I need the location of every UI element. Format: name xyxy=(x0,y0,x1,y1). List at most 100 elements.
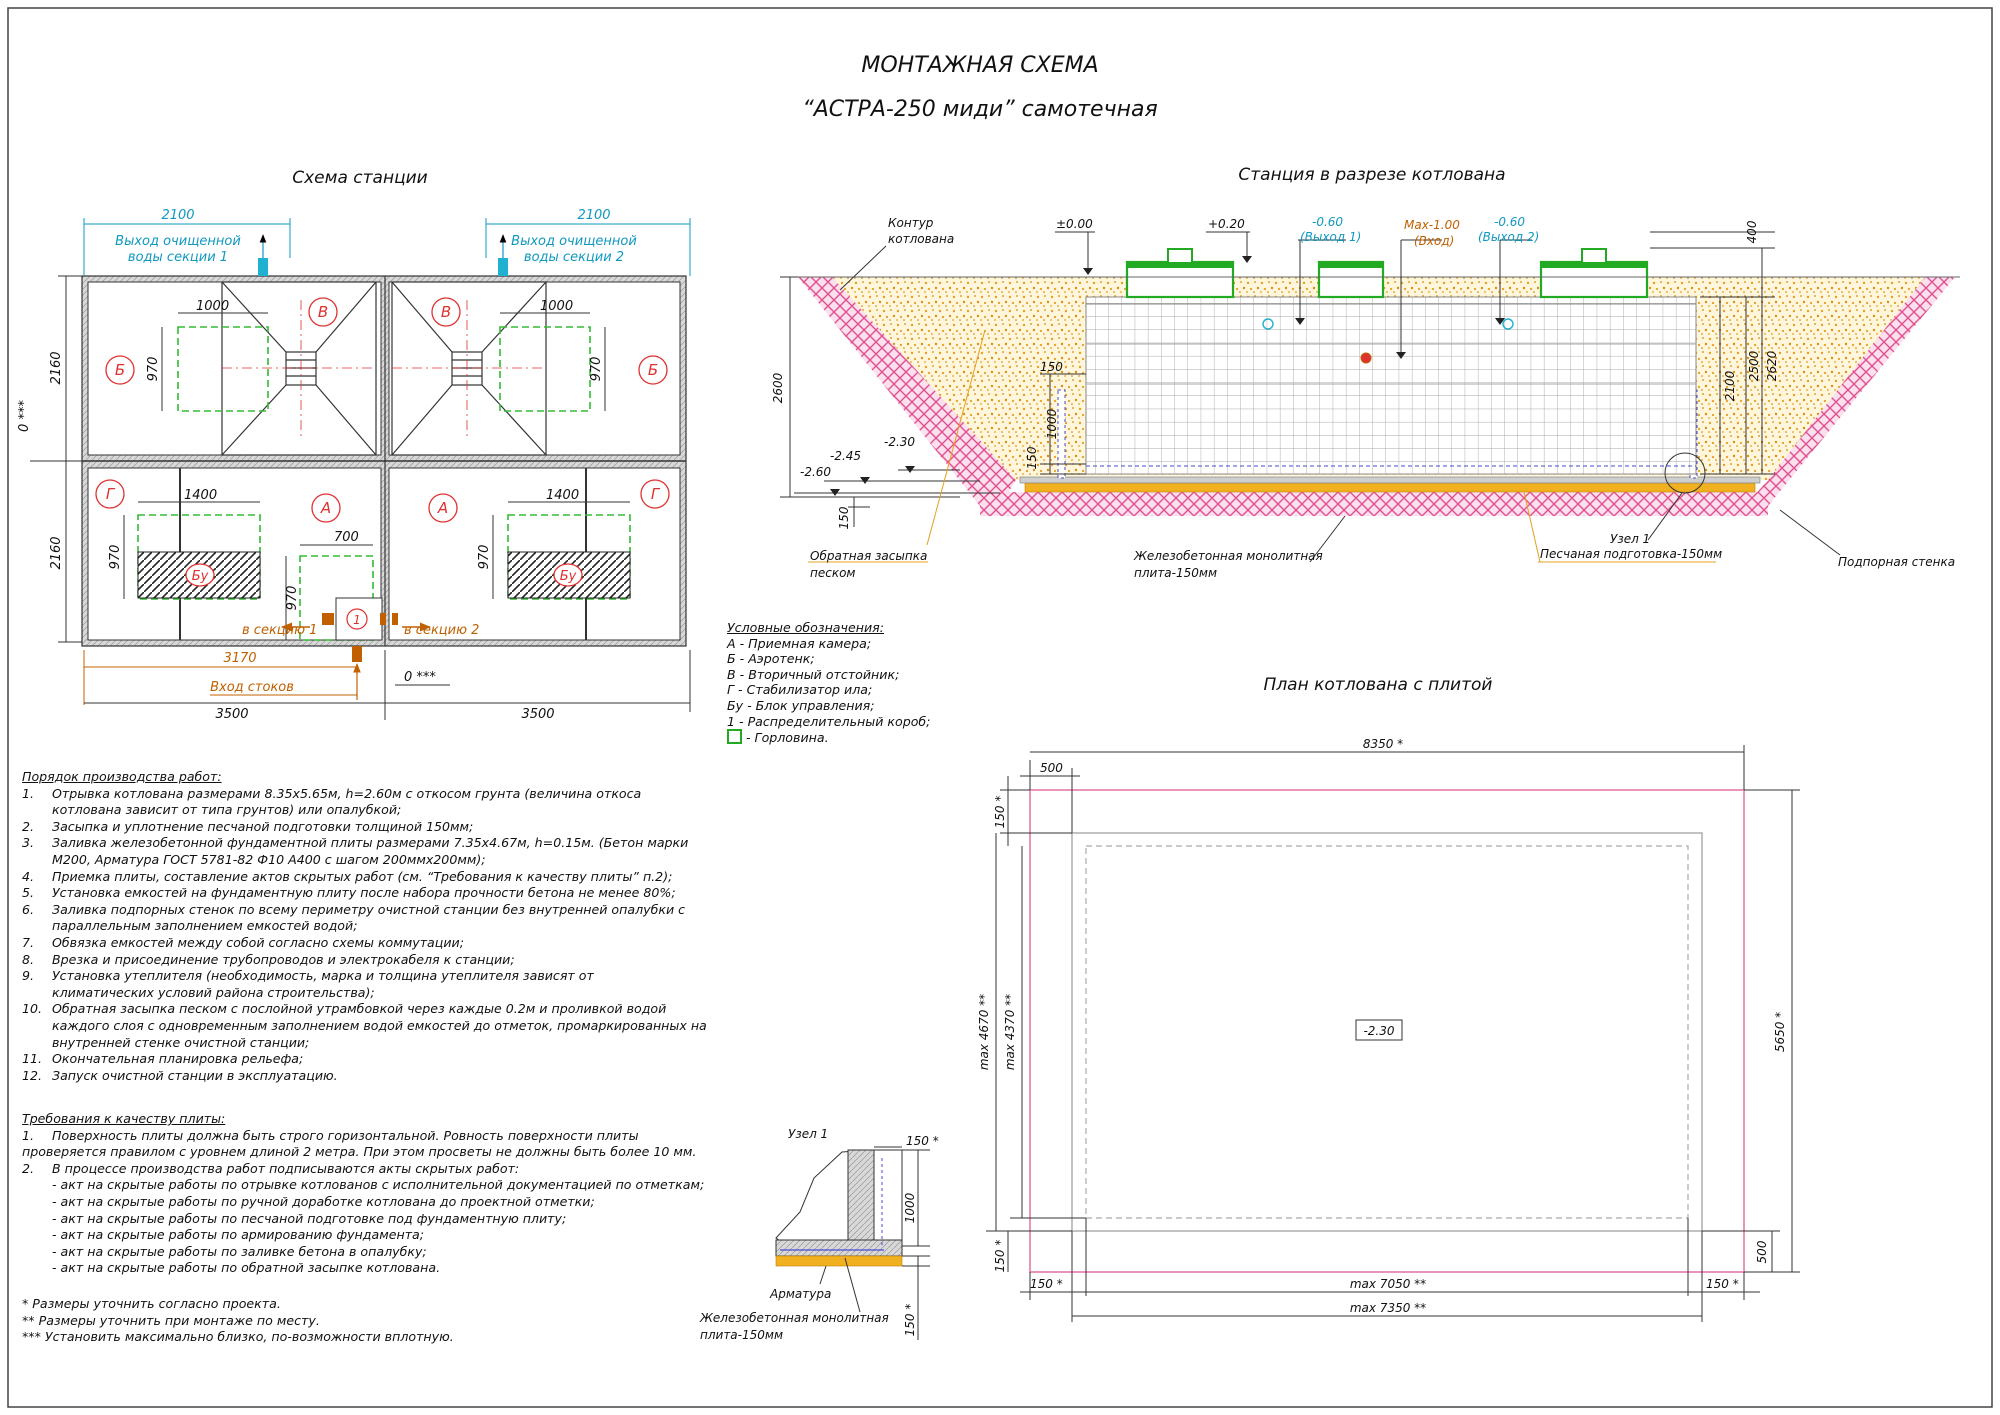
dim-7350: max 7350 ** xyxy=(1350,1301,1426,1315)
dim-500-top: 500 xyxy=(1040,761,1063,775)
title-line2: “АСТРА-250 миди” самотечная xyxy=(802,97,1157,122)
dim-970-e: 970 xyxy=(285,586,300,611)
work-num: 1. xyxy=(22,785,35,801)
dim-2160-bottom: 2160 xyxy=(49,536,64,569)
dim-150-left: 150 * xyxy=(993,1240,1007,1273)
quality-requirements: Требования к качеству плиты: 1.Поверхнос… xyxy=(22,1111,705,1276)
work-text: котлована зависит от типа грунтов) или о… xyxy=(52,802,402,818)
work-text: Засыпка и уплотнение песчаной подготовки… xyxy=(52,818,474,834)
quality-act: - акт на скрытые работы по заливке бетон… xyxy=(52,1243,427,1259)
backfill-line2: песком xyxy=(810,566,855,580)
dim-4670: max 4670 ** xyxy=(977,994,991,1070)
dim-1000-right: 1000 xyxy=(540,299,573,314)
label-g-right: Г xyxy=(651,485,661,503)
work-text: Заливка железобетонной фундаментной плит… xyxy=(52,835,689,851)
dim-2100-left: 2100 xyxy=(161,208,194,223)
work-text: внутренней стенке очистной станции; xyxy=(52,1034,310,1050)
dim-2620: 2620 xyxy=(1765,350,1779,381)
work-num: 7. xyxy=(22,934,35,950)
level-max: Max-1.00 xyxy=(1404,218,1460,232)
dim-3500-right: 3500 xyxy=(521,707,554,722)
label-g-left: Г xyxy=(106,485,116,503)
plan-level: -2.30 xyxy=(1363,1024,1394,1038)
level-000: ±0.00 xyxy=(1056,217,1093,231)
footnote: *** Установить максимально близко, по-во… xyxy=(22,1329,454,1345)
work-num: 5. xyxy=(22,885,35,901)
works-order: Порядок производства работ: 1. Отрывка ко… xyxy=(22,769,707,1084)
level-245: -2.45 xyxy=(830,449,861,463)
work-text: Отрывка котлована размерами 8.35x5.65м, … xyxy=(52,785,642,801)
to-section-1: в секцию 1 xyxy=(242,623,317,638)
zero-left: 0 *** xyxy=(17,400,32,432)
quality-title: Требования к качеству плиты: xyxy=(22,1111,226,1126)
label-v-left: В xyxy=(318,303,328,321)
dim-4370: max 4370 ** xyxy=(1003,994,1017,1070)
pit-plan: План котлована с плитой -2.30 8350 * 500… xyxy=(977,675,1800,1322)
kontur-line2: котлована xyxy=(888,232,954,246)
work-num: 11. xyxy=(22,1051,43,1067)
dim-700: 700 xyxy=(334,530,359,545)
quality-act: - акт на скрытые работы по отрывке котло… xyxy=(52,1177,705,1193)
work-text: Приемка плиты, составление актов скрытых… xyxy=(52,868,673,884)
outlet-2: (Выход 2) xyxy=(1478,230,1539,244)
node-dim-1000: 1000 xyxy=(903,1192,917,1223)
outlet2-line1: Выход очищенной xyxy=(511,234,637,249)
quality-text: В процессе производства работ подписываю… xyxy=(52,1160,520,1176)
node-title: Узел 1 xyxy=(788,1127,828,1141)
legend: Условные обозначения: А - Приемная камер… xyxy=(727,620,930,746)
label-a-right: А xyxy=(437,499,448,517)
work-text: параллельным заполнением емкостей водой; xyxy=(52,918,358,934)
dim-150-top: 150 * xyxy=(993,796,1007,829)
work-text: Запуск очистной станции в эксплуатацию. xyxy=(52,1067,338,1083)
level-060-2: -0.60 xyxy=(1494,215,1525,229)
pit-section: Станция в разрезе котлована xyxy=(771,165,1960,580)
work-text: Установка емкостей на фундаментную плиту… xyxy=(52,885,676,901)
dim-150-c: 150 xyxy=(837,506,851,529)
dim-8350: 8350 * xyxy=(1363,737,1403,751)
dim-2160-top: 2160 xyxy=(49,351,64,384)
sand-label: Песчаная подготовка-150мм xyxy=(1540,547,1722,561)
legend-item: Б - Аэротенк; xyxy=(727,651,815,667)
dim-150-a: 150 xyxy=(1040,360,1063,374)
section-title: Станция в разрезе котлована xyxy=(1238,165,1505,185)
dim-2100: 2100 xyxy=(1723,370,1737,401)
kontur-line1: Контур xyxy=(888,216,934,230)
node-detail: Узел 1 150 * Арматура Железобетонная мон… xyxy=(699,1127,939,1342)
box-label: 1 xyxy=(353,613,361,627)
work-num: 3. xyxy=(22,835,35,851)
level-060-1: -0.60 xyxy=(1312,215,1343,229)
outlet1-line1: Выход очищенной xyxy=(115,234,241,249)
works-title: Порядок производства работ: xyxy=(22,769,222,784)
slab-line1: Железобетонная монолитная xyxy=(1133,549,1323,563)
work-num: 6. xyxy=(22,901,35,917)
work-text: климатических условий района строительст… xyxy=(52,984,375,1000)
inlet-label: Вход стоков xyxy=(210,680,294,695)
dim-150-bl: 150 * xyxy=(1030,1277,1063,1291)
dim-150-br: 150 * xyxy=(1706,1277,1739,1291)
level-230: -2.30 xyxy=(884,435,915,449)
dim-970-b: 970 xyxy=(589,357,604,382)
legend-title: Условные обозначения: xyxy=(727,620,884,635)
quality-text: Поверхность плиты должна быть строго гор… xyxy=(52,1127,639,1143)
dim-1000-left: 1000 xyxy=(196,299,229,314)
slab-line2: плита-150мм xyxy=(1134,566,1217,580)
dim-3500-left: 3500 xyxy=(215,707,248,722)
work-text: Врезка и присоединение трубопроводов и э… xyxy=(52,951,515,967)
inlet: (Вход) xyxy=(1414,234,1454,248)
work-num: 4. xyxy=(22,868,35,884)
label-bu-right: Бу xyxy=(560,569,577,584)
level-260: -2.60 xyxy=(800,465,831,479)
label-b-left: Б xyxy=(115,361,125,379)
section-node: Узел 1 xyxy=(1610,532,1650,546)
dim-2100-right: 2100 xyxy=(577,208,610,223)
dim-150-b: 150 xyxy=(1025,446,1039,469)
dim-2500: 2500 xyxy=(1747,350,1761,381)
quality-act: - акт на скрытые работы по армированию ф… xyxy=(52,1227,424,1243)
dim-3170: 3170 xyxy=(223,651,256,666)
work-num: 10. xyxy=(22,1001,43,1017)
dim-970-c: 970 xyxy=(108,545,123,570)
work-text: Обратная засыпка песком с послойной утра… xyxy=(52,1001,667,1017)
label-b-right: Б xyxy=(648,361,658,379)
wall-label: Подпорная стенка xyxy=(1838,555,1955,569)
quality-text: проверяется правилом с уровнем длиной 2 … xyxy=(22,1144,697,1160)
